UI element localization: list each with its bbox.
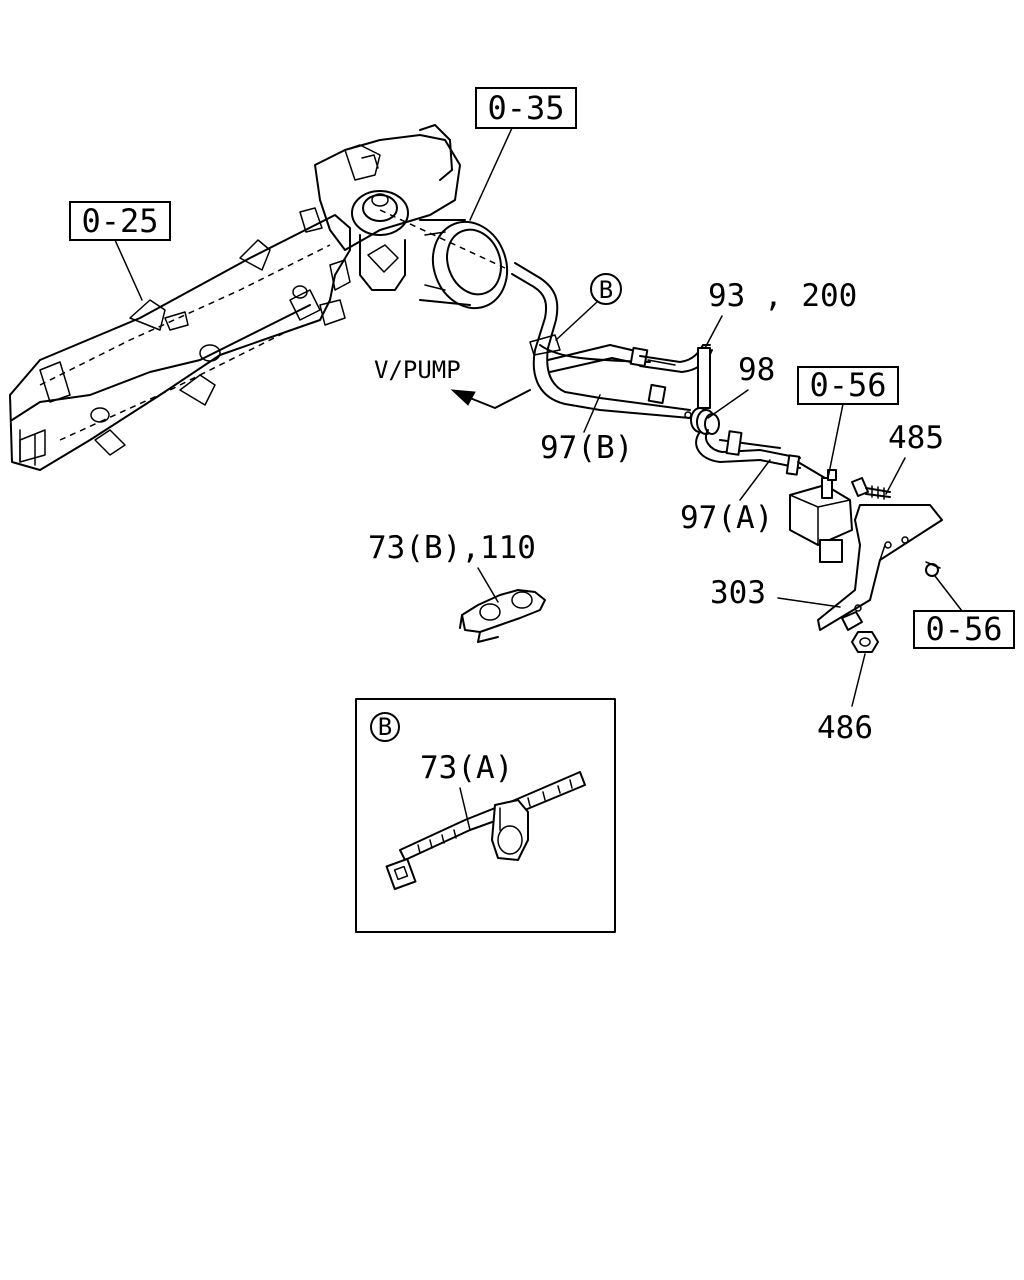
part-98-valve (684, 407, 720, 435)
bolt-485 (851, 477, 891, 500)
clip-73b-110 (459, 589, 546, 643)
callout-b: B (555, 273, 622, 341)
label-97a: 97(A) (680, 500, 773, 536)
label-93-200: 93 , 200 (708, 278, 857, 314)
nut-486 (841, 611, 879, 653)
ref-box-0-35: 0-35 (469, 87, 577, 221)
label-486: 486 (817, 710, 873, 746)
bracket-303 (817, 504, 943, 631)
label-98: 98 (738, 352, 775, 388)
ref-box-0-56-top: 0-56 (797, 366, 899, 479)
hose-97a (695, 429, 826, 479)
throttle-body (299, 124, 509, 326)
ref-box-0-56-bottom: 0-56 (913, 575, 1015, 649)
bolt-right (925, 561, 941, 577)
intake-manifold (9, 214, 351, 471)
cable-tie-73a (385, 771, 586, 891)
detail-b-marker: B (378, 713, 392, 741)
ref-label-0-56-bottom: 0-56 (925, 610, 1002, 648)
vsv-solenoid (789, 469, 853, 563)
vpump-direction: V/PUMP (374, 356, 531, 409)
ref-label-0-35: 0-35 (487, 89, 564, 127)
vpump-label: V/PUMP (374, 356, 461, 384)
ref-label-0-25: 0-25 (81, 202, 158, 240)
ref-box-0-25: 0-25 (69, 201, 171, 301)
label-73b-110: 73(B),110 (368, 530, 536, 566)
label-303: 303 (710, 575, 766, 611)
hose-97b (511, 262, 691, 419)
label-485: 485 (888, 420, 944, 456)
callout-b-marker: B (599, 276, 613, 304)
ref-label-0-56-top: 0-56 (809, 366, 886, 404)
label-97b: 97(B) (540, 430, 633, 466)
label-73a: 73(A) (420, 750, 513, 786)
detail-b-panel: B (355, 698, 616, 933)
